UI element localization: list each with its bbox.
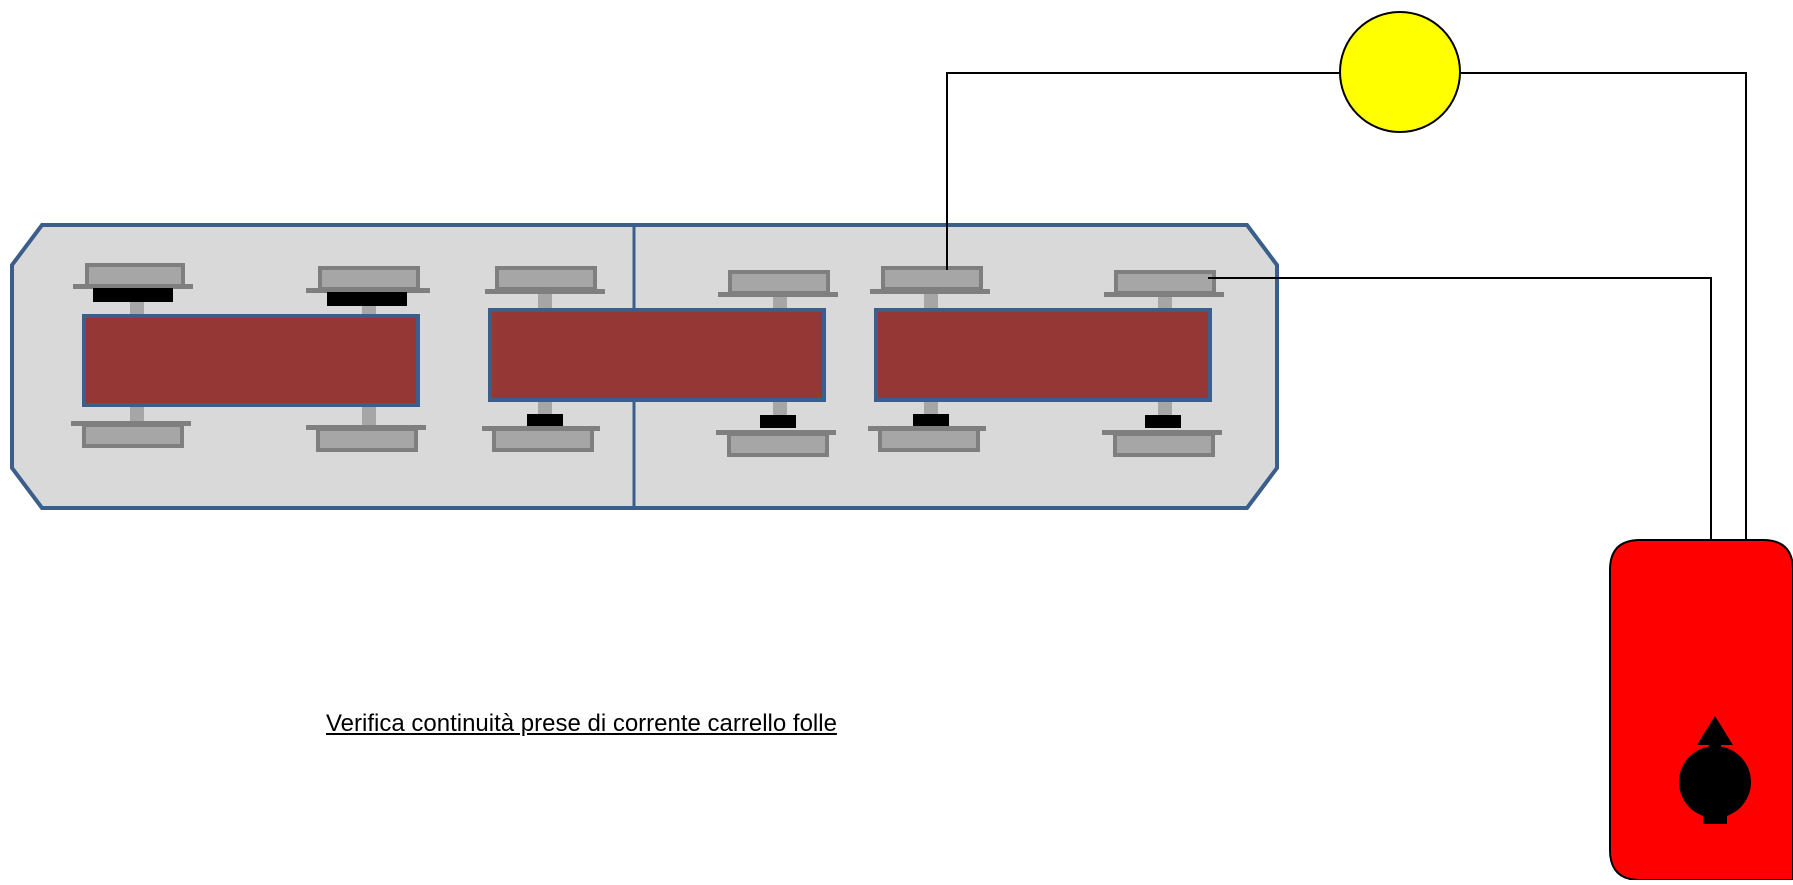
pickup-shoe: [913, 414, 949, 427]
wheel-bottom: [727, 432, 829, 457]
lamp-icon: [1339, 11, 1461, 133]
diagram-caption: Verifica continuità prese di corrente ca…: [326, 710, 837, 737]
wheelset-3: [482, 266, 605, 452]
wheelset-2: [306, 266, 430, 452]
battery-icon: [1609, 539, 1793, 881]
wire-lamp-to-battery: [1460, 72, 1747, 540]
wheel-bottom: [492, 427, 594, 452]
bogie-2: [488, 308, 826, 402]
bogie-1: [82, 314, 420, 407]
wheel-top: [881, 266, 983, 291]
wheel-top: [318, 266, 420, 291]
wheel-bottom: [878, 427, 980, 452]
pickup-shoe: [327, 292, 407, 306]
wheel-bottom: [82, 423, 184, 448]
wheel-top: [85, 263, 185, 288]
wheel-bottom: [1113, 432, 1215, 457]
wheel-top: [495, 266, 597, 291]
wheel-top: [1114, 270, 1216, 295]
wheelset-1: [71, 263, 193, 448]
pickup-shoe: [1145, 415, 1181, 428]
wheelset-6: [1102, 270, 1224, 457]
wheel-bottom: [316, 427, 418, 452]
bogie-3: [874, 308, 1212, 402]
wheelset-5: [868, 266, 990, 452]
pickup-shoe: [527, 414, 563, 427]
arrow-up-icon: [1679, 716, 1751, 824]
pickup-shoe: [760, 415, 796, 428]
pickup-shoe: [93, 288, 173, 302]
wire-lamp-to-wheel: [946, 72, 1341, 270]
wheel-top: [728, 270, 830, 295]
wire-wheel-to-battery: [1208, 277, 1712, 540]
